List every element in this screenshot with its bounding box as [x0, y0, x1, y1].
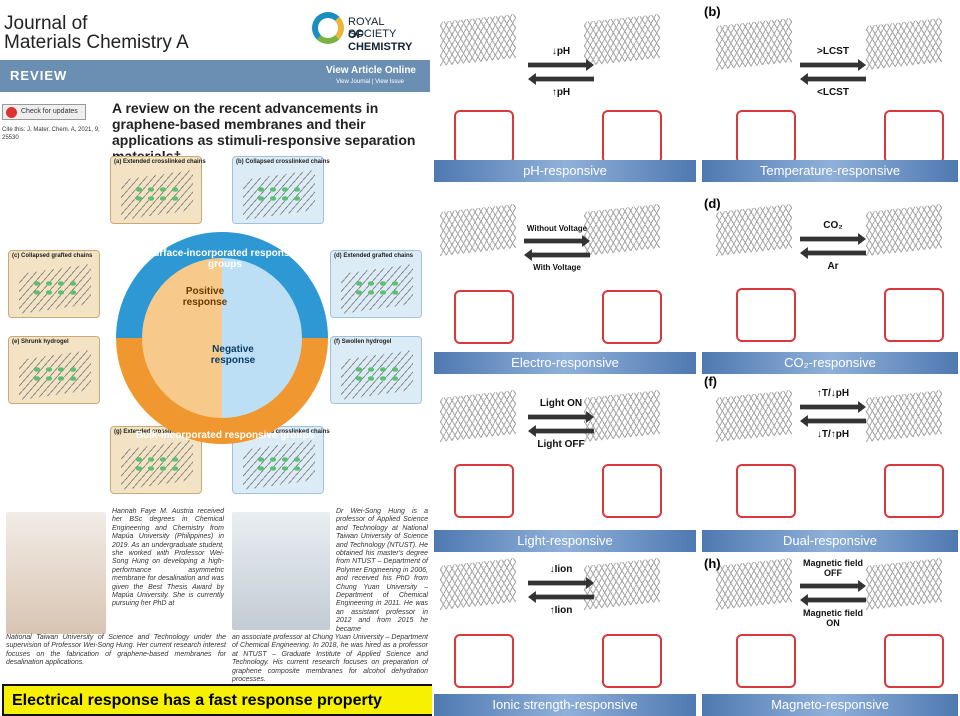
box-label: (g) Extended crosslinked chains	[114, 429, 207, 435]
author-photo-hung	[232, 512, 330, 630]
panel-footer: Electro-responsive	[434, 352, 696, 374]
stimuli-figure: (a) Extended crosslinked chains (b) Coll…	[6, 150, 426, 495]
arrow-top-label: ↓pH	[551, 46, 571, 57]
panel-ionic: ↓Iion ↑Iion Ionic strength-responsive	[434, 554, 696, 716]
journal-title: Journal of Materials Chemistry A	[4, 13, 189, 53]
negative-response-label: Negative response	[210, 344, 256, 366]
section-bar: REVIEW View Article Online View Journal …	[0, 60, 430, 92]
panel-footer: CO₂-responsive	[702, 352, 958, 374]
arrow-bottom-label: <LCST	[817, 87, 849, 98]
bio-hannah-cont: National Taiwan University of Science an…	[6, 634, 226, 667]
highlight-caption: Electrical response has a fast response …	[2, 684, 456, 716]
figure-box-f: (f) Swollen hydrogel	[330, 336, 422, 404]
arrow-bottom-label: With Voltage	[533, 263, 581, 272]
box-label: (a) Extended crosslinked chains	[114, 159, 206, 165]
article-page: Journal of Materials Chemistry A ROYAL S…	[0, 0, 430, 716]
box-label: (h) Collapsed crosslinked chains	[236, 429, 330, 435]
arrow-top-label: >LCST	[817, 46, 849, 57]
arrow-bottom-label: ↑pH	[551, 87, 571, 98]
author-bios: Hannah Faye M. Austria received her BSc …	[0, 500, 430, 716]
surface-arc-label: Surface-incorporated responsive groups	[146, 248, 304, 270]
panel-footer: Ionic strength-responsive	[434, 694, 696, 716]
arrow-bottom-label: Ar	[827, 261, 839, 272]
panel-footer: Light-responsive	[434, 530, 696, 552]
check-updates-label: Check for updates	[21, 108, 78, 115]
bulk-arc-label: Bulk-incorporated responsive groups	[135, 430, 315, 441]
rsc-logo-icon	[312, 12, 344, 44]
figure-box-e: (e) Shrunk hydrogel	[8, 336, 100, 404]
box-label: (c) Collapsed grafted chains	[12, 253, 93, 259]
author-photo-hannah	[6, 512, 106, 634]
temperature-arrows: >LCST <LCST	[800, 46, 866, 98]
updates-icon	[6, 107, 17, 118]
view-journal-issue-links[interactable]: View Journal | View Issue	[335, 79, 404, 85]
arrow-top-label: Without Voltage	[526, 224, 588, 233]
panel-footer: Dual-responsive	[702, 530, 958, 552]
panel-footer: pH-responsive	[434, 160, 696, 182]
panel-letter: (f)	[704, 374, 717, 389]
figure-box-b: (b) Collapsed crosslinked chains	[232, 156, 330, 224]
co2-arrows: CO₂ Ar	[800, 220, 866, 272]
arrow-bottom-label: Light OFF	[537, 439, 585, 450]
arrow-bottom-label: Magnetic field ON	[802, 608, 863, 628]
box-label: (b) Collapsed crosslinked chains	[236, 159, 330, 165]
box-label: (d) Extended grafted chains	[334, 253, 414, 259]
dual-arrows: ↑T/↓pH ↓T/↑pH	[800, 388, 866, 440]
light-arrows: Light ON Light OFF	[528, 398, 594, 450]
bio-hung-cont: an associate professor at Chung Yuan Uni…	[232, 634, 428, 684]
check-updates-button[interactable]: Check for updates	[2, 104, 86, 120]
yin-yang	[142, 258, 302, 418]
ph-arrows: ↓pH ↑pH	[528, 46, 594, 98]
arrow-bottom-label: ↑Iion	[549, 605, 573, 616]
box-label: (f) Swollen hydrogel	[334, 339, 392, 345]
panel-footer: Temperature-responsive	[702, 160, 958, 182]
citation: Cite this: J. Mater. Chem. A, 2021, 9, 2…	[2, 127, 100, 141]
ionic-arrows: ↓Iion ↑Iion	[528, 564, 594, 616]
panel-dual: (f) ↑T/↓pH ↓T/↑pH Dual-responsive	[702, 372, 958, 552]
figure-box-c: (c) Collapsed grafted chains	[8, 250, 100, 318]
panel-letter: (d)	[704, 196, 721, 211]
bio-hung: Dr Wei-Song Hung is a professor of Appli…	[336, 508, 428, 633]
panel-temperature: (b) >LCST <LCST Temperature-responsive	[702, 2, 958, 182]
magneto-arrows: Magnetic field OFF Magnetic field ON	[800, 558, 866, 628]
arrow-top-label: CO₂	[823, 220, 843, 231]
panel-light: Light ON Light OFF Light-responsive	[434, 372, 696, 552]
positive-response-label: Positive response	[182, 286, 228, 308]
view-article-online-link[interactable]: View Article Online	[325, 65, 416, 76]
arrow-bottom-label: ↓T/↑pH	[816, 429, 850, 440]
arrow-top-label: Light ON	[539, 398, 583, 409]
publisher-line2: OF CHEMISTRY	[348, 29, 413, 53]
publisher-line1: ROYAL SOCIETY	[348, 16, 397, 40]
bio-hannah: Hannah Faye M. Austria received her BSc …	[112, 508, 224, 608]
arrow-top-label: Magnetic field OFF	[802, 558, 863, 578]
figure-box-d: (d) Extended grafted chains	[330, 250, 422, 318]
panel-letter: (b)	[704, 4, 721, 19]
arrow-top-label: ↓Iion	[549, 564, 573, 575]
figure-box-a: (a) Extended crosslinked chains	[110, 156, 206, 224]
box-label: (e) Shrunk hydrogel	[12, 339, 69, 345]
rsc-logo: ROYAL SOCIETY OF CHEMISTRY	[312, 10, 430, 53]
panel-ph: ↓pH ↑pH pH-responsive	[434, 2, 696, 182]
arrow-top-label: ↑T/↓pH	[816, 388, 850, 399]
panel-co2: (d) CO₂ Ar CO₂-responsive	[702, 194, 958, 374]
section-label: REVIEW	[10, 68, 68, 83]
panel-footer: Magneto-responsive	[702, 694, 958, 716]
